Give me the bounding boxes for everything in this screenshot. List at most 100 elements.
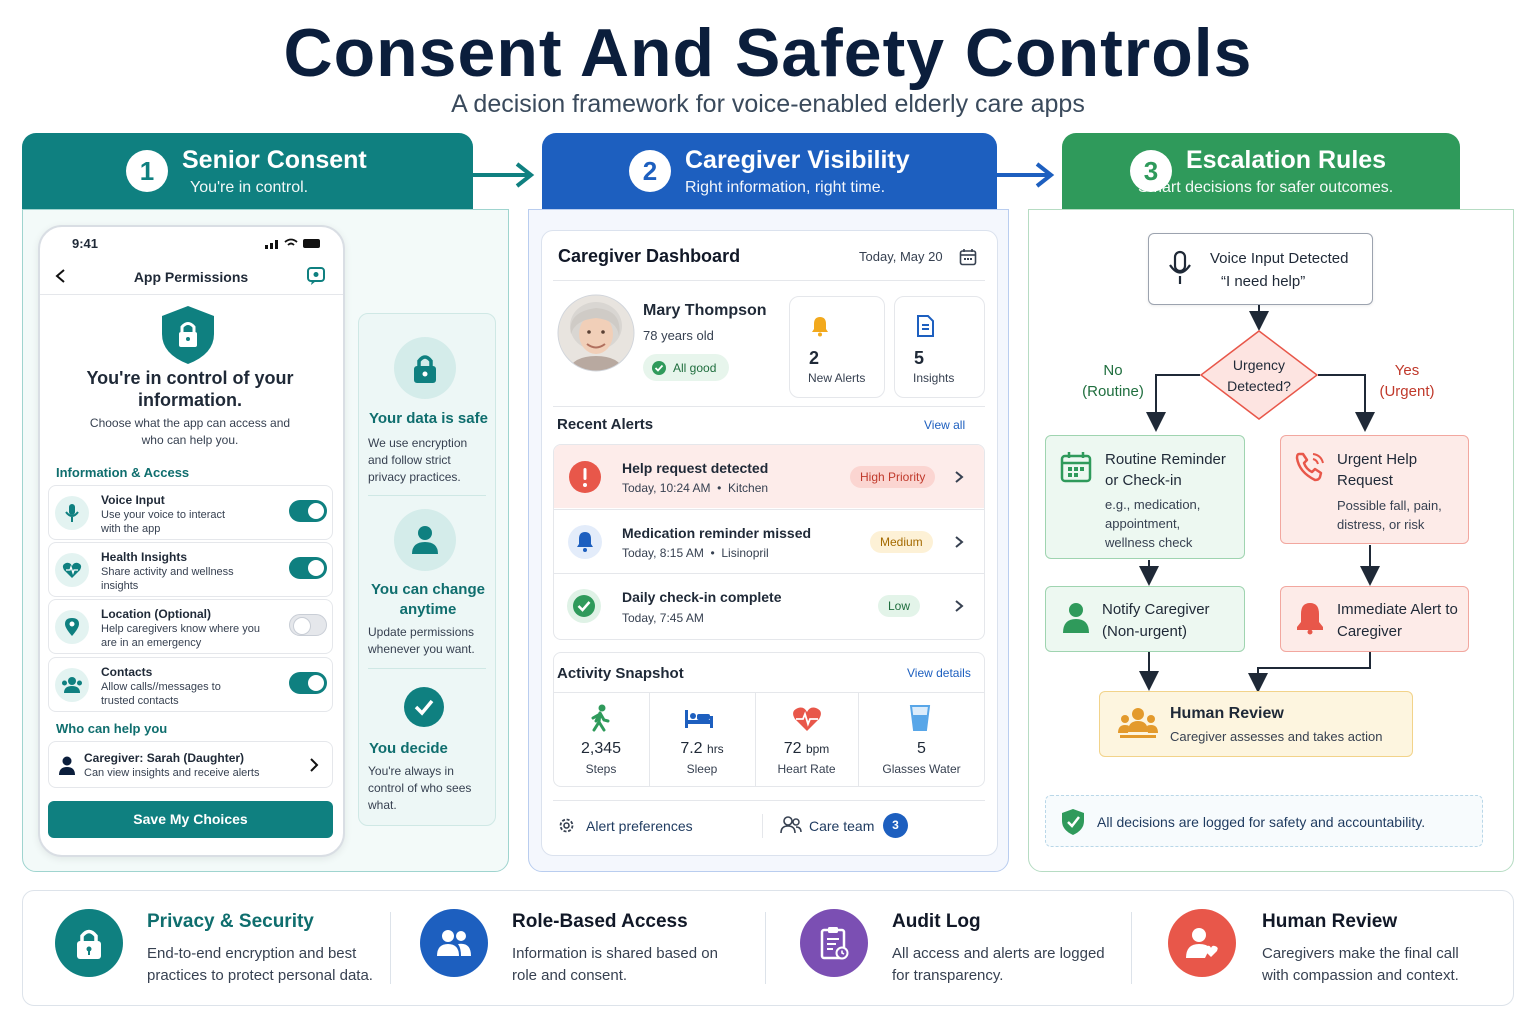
footer-title: Human Review xyxy=(1262,911,1398,932)
microphone-icon xyxy=(1169,250,1191,284)
no-text: No xyxy=(1103,362,1123,379)
bell-icon xyxy=(812,317,828,337)
chevron-right-icon xyxy=(310,758,319,772)
urgent-help-box: Urgent Help Request Possible fall, pain,… xyxy=(1280,435,1469,544)
view-all-link[interactable]: View all xyxy=(924,418,966,432)
activity-label: Heart Rate xyxy=(777,762,836,776)
no-sub: (Routine) xyxy=(1082,383,1144,400)
footer-desc: Information is shared based on role and … xyxy=(512,945,718,984)
priority-badge: Low xyxy=(878,595,921,617)
page-title: Consent And Safety Controls xyxy=(283,15,1253,91)
stat-value: 5 xyxy=(914,348,925,368)
location-pin-icon xyxy=(55,610,89,644)
flow-connectors xyxy=(1139,305,1380,693)
section-who-can-help: Who can help you xyxy=(56,721,168,736)
bell-icon xyxy=(1297,603,1323,635)
banner-title: Senior Consent xyxy=(182,145,367,174)
permission-location: Location (Optional) Help caregivers know… xyxy=(48,599,333,654)
section-information-access: Information & Access xyxy=(56,465,190,480)
sleep-value: 7.2 xyxy=(680,740,703,757)
footer-audit-log: Audit Log All access and alerts are logg… xyxy=(800,905,1120,995)
caregiver-title: Caregiver: Sarah (Daughter) xyxy=(84,751,245,765)
activity-label: Glasses Water xyxy=(882,762,961,776)
check-circle-icon xyxy=(652,361,666,375)
dashboard-title: Caregiver Dashboard xyxy=(558,246,741,266)
status-time: 9:41 xyxy=(72,236,99,251)
check-circle-icon xyxy=(567,589,601,623)
alert-row-high[interactable]: Help request detected Today, 10:24 AM • … xyxy=(554,445,984,508)
side-title: Your data is safe xyxy=(369,410,488,427)
divider xyxy=(762,814,763,838)
permission-title: Location (Optional) xyxy=(101,607,211,621)
back-chevron-icon[interactable] xyxy=(54,268,66,284)
status-badge: All good xyxy=(643,354,729,381)
arrow-right-icon xyxy=(997,162,1055,188)
caregiver-desc: Can view insights and receive alerts xyxy=(84,767,260,779)
review-desc: Caregiver assesses and takes action xyxy=(1170,729,1383,744)
recent-alerts-title: Recent Alerts xyxy=(557,416,654,433)
view-details-link[interactable]: View details xyxy=(907,666,971,680)
footer-role-based-access: Role-Based Access Information is shared … xyxy=(420,905,750,995)
notify-caregiver-box: Notify Caregiver (Non-urgent) xyxy=(1045,586,1245,652)
no-label: No (Routine) xyxy=(1075,360,1151,402)
health-insights-toggle[interactable] xyxy=(289,557,327,579)
location-toggle[interactable] xyxy=(289,614,327,636)
permission-title: Voice Input xyxy=(101,493,165,507)
urgency-decision-diamond xyxy=(1199,330,1319,420)
support-chat-icon[interactable] xyxy=(306,266,326,286)
divider xyxy=(858,692,859,787)
yes-label: Yes(Urgent) xyxy=(1372,360,1442,402)
side-title: You can change anytime xyxy=(371,581,485,618)
person-heart-icon xyxy=(1168,909,1236,977)
gear-icon xyxy=(559,818,574,833)
clipboard-icon xyxy=(800,909,868,977)
person-icon xyxy=(59,756,75,775)
voice-input-box: Voice Input Detected “I need help” xyxy=(1148,233,1373,305)
alert-row-medium[interactable]: Medication reminder missed Today, 8:15 A… xyxy=(554,509,984,573)
senior-consent-banner: 1 Senior Consent You're in control. xyxy=(22,133,473,209)
logged-text: All decisions are logged for safety and … xyxy=(1097,814,1426,830)
activity-value: 2,345 xyxy=(553,740,649,758)
care-team-link[interactable]: Care team xyxy=(809,818,875,834)
activity-value: 72 bpm xyxy=(755,740,858,758)
alert-title: Help request detected xyxy=(622,460,769,476)
step-number: 3 xyxy=(1130,150,1172,192)
footer-desc: End-to-end encryption and best practices… xyxy=(147,945,373,984)
permission-contacts: Contacts Allow calls//messages to truste… xyxy=(48,657,333,712)
stat-label: New Alerts xyxy=(808,371,866,385)
medication-bell-icon xyxy=(568,525,602,559)
alert-row-low[interactable]: Daily check-in complete Today, 7:45 AM L… xyxy=(554,573,984,639)
permission-title: Contacts xyxy=(101,665,153,679)
alert-title: Medication reminder missed xyxy=(622,525,812,541)
voice-input-toggle[interactable] xyxy=(289,500,327,522)
water-value: 5 xyxy=(917,740,926,757)
lock-icon xyxy=(394,337,456,399)
escalation-rules-banner: 3 Escalation Rules Smart decisions for s… xyxy=(1062,133,1460,209)
permission-desc: Allow calls//messages to trusted contact… xyxy=(101,681,221,707)
users-icon xyxy=(420,909,488,977)
immediate-alert-box: Immediate Alert to Caregiver xyxy=(1280,586,1469,652)
alert-time: Today, 10:24 AM • Kitchen xyxy=(622,481,769,495)
alert-preferences-link[interactable]: Alert preferences xyxy=(586,818,693,834)
dashboard-date: Today, May 20 xyxy=(859,249,943,264)
contacts-icon xyxy=(55,668,89,702)
stat-value: 2 xyxy=(809,348,820,368)
insights-stat[interactable]: 5 Insights xyxy=(894,296,985,398)
permission-desc: Share activity and wellness insights xyxy=(101,566,234,592)
activity-title: Activity Snapshot xyxy=(557,665,684,682)
footer-desc: All access and alerts are logged for tra… xyxy=(892,945,1105,984)
save-choices-button[interactable]: Save My Choices xyxy=(48,801,333,838)
permission-desc: Help caregivers know where you are in an… xyxy=(101,623,260,649)
caregiver-row[interactable]: Caregiver: Sarah (Daughter) Can view ins… xyxy=(48,741,333,788)
divider xyxy=(553,406,985,407)
chevron-right-icon xyxy=(955,536,964,548)
new-alerts-stat[interactable]: 2 New Alerts xyxy=(789,296,885,398)
permission-health-insights: Health Insights Share activity and welln… xyxy=(48,542,333,597)
chevron-right-icon xyxy=(955,471,964,483)
phone-alert-icon xyxy=(1295,452,1324,482)
calendar-icon[interactable] xyxy=(959,248,977,266)
stat-label: Insights xyxy=(913,371,955,385)
contacts-toggle[interactable] xyxy=(289,672,327,694)
shield-check-icon xyxy=(1062,809,1084,835)
logged-note: All decisions are logged for safety and … xyxy=(1045,795,1483,847)
